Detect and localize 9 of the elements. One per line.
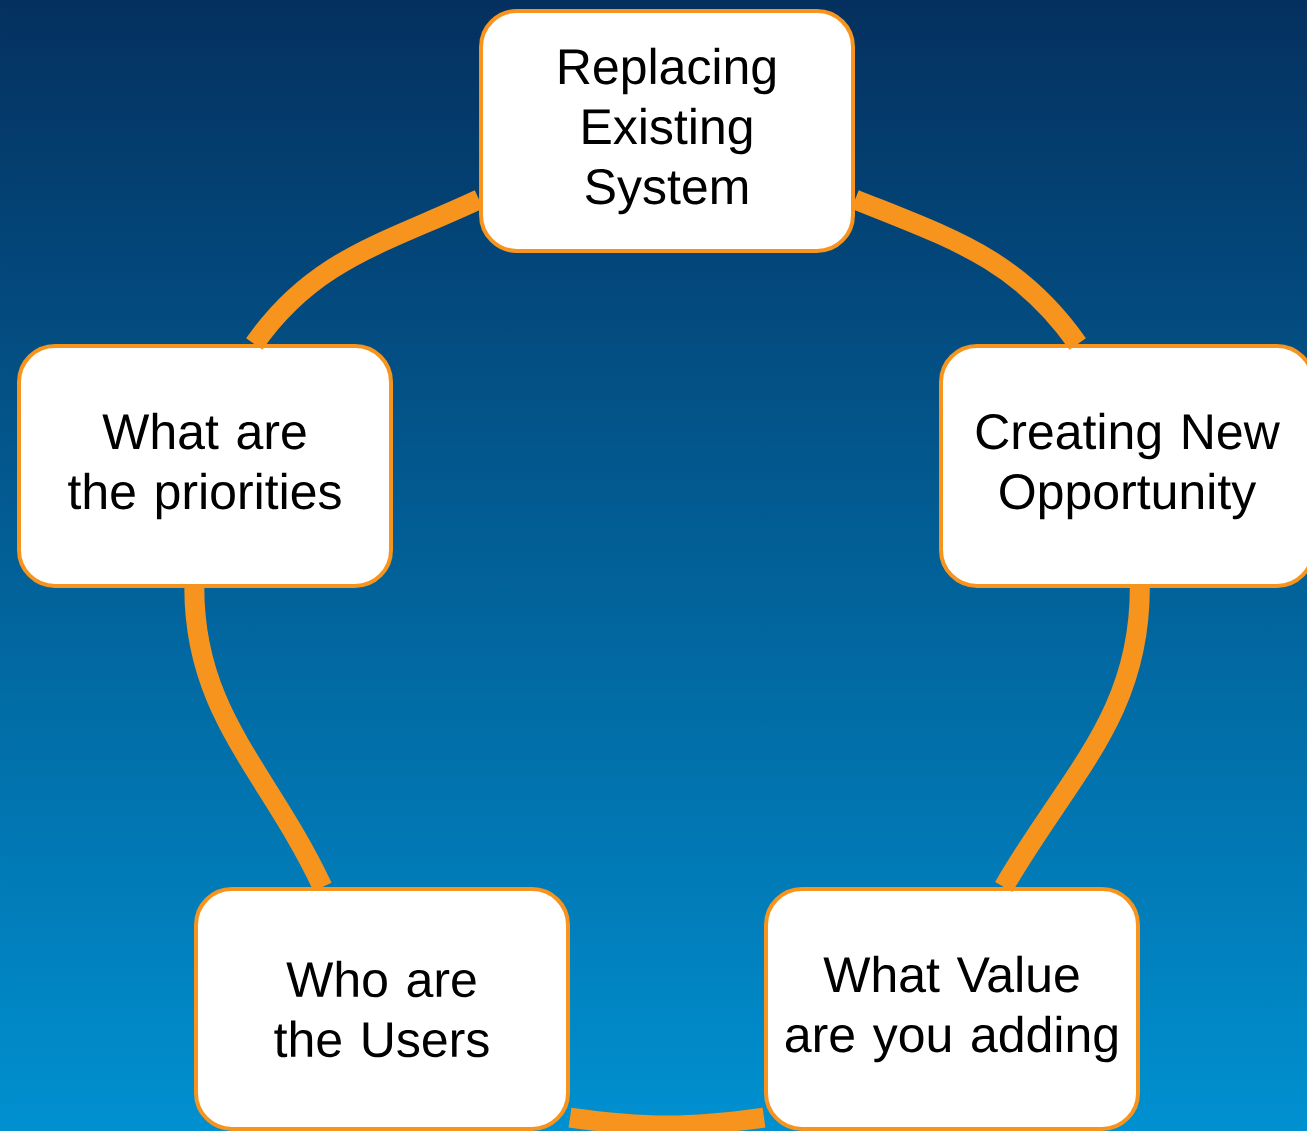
text-box: What Value are you adding <box>764 887 1140 1131</box>
connector-arc <box>246 190 484 351</box>
connector-arc <box>995 587 1150 893</box>
text-box: Who are the Users <box>194 887 570 1131</box>
text-box: Replacing Existing System <box>479 9 855 253</box>
text-box: What are the priorities <box>17 344 393 588</box>
connector-arc <box>184 587 332 892</box>
text-box: Creating New Opportunity <box>939 344 1307 588</box>
connector-arc <box>568 1107 766 1131</box>
